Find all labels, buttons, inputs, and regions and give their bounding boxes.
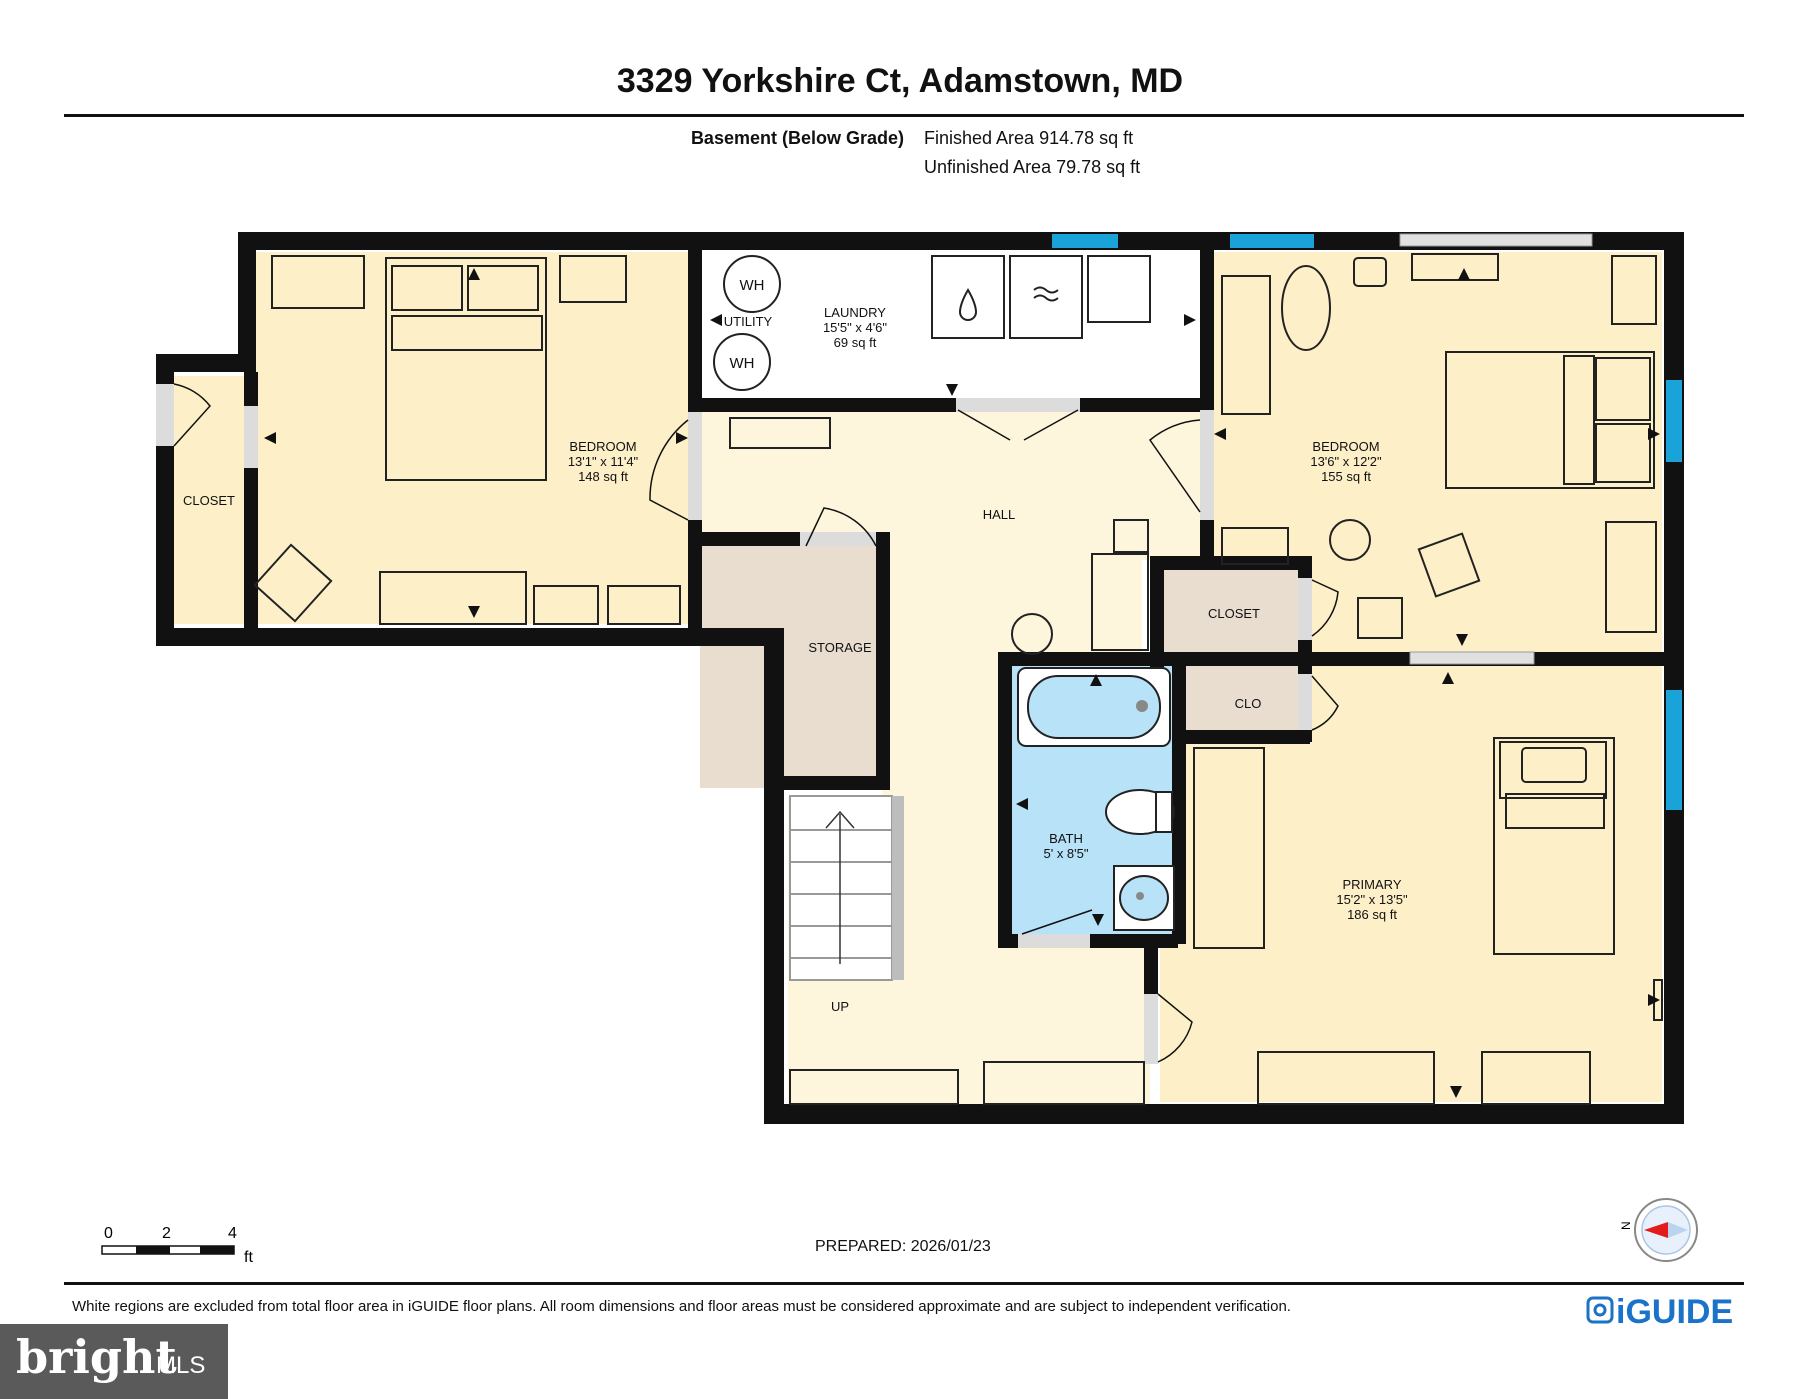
storage-name: STORAGE — [808, 640, 872, 655]
iguide-wordmark: iGUIDE — [1616, 1293, 1733, 1330]
disclaimer-text: White regions are excluded from total fl… — [72, 1298, 1291, 1315]
closet-west-fill — [166, 376, 252, 624]
level-name: Basement (Below Grade) — [690, 128, 904, 148]
laundry-area: 69 sq ft — [834, 335, 877, 350]
bedroom-west-fill — [252, 252, 689, 624]
door-swings — [173, 383, 1339, 1063]
watermark-suffix: MLS — [156, 1352, 206, 1379]
laundry-appliances — [713, 255, 1151, 449]
primary-area: 186 sq ft — [1347, 907, 1397, 922]
prepared-date: PREPARED: 2026/01/23 — [815, 1238, 991, 1255]
bedroom-east-area: 155 sq ft — [1321, 469, 1371, 484]
hall-name: HALL — [983, 507, 1016, 522]
bedroom-west-area: 148 sq ft — [578, 469, 628, 484]
storage-fill — [700, 536, 882, 788]
scale-unit: ft — [244, 1249, 253, 1266]
scale-tick-0: 0 — [104, 1225, 113, 1242]
laundry-name: LAUNDRY — [824, 305, 886, 320]
header-divider — [64, 114, 1744, 117]
compass-north-label: N — [1620, 1221, 1633, 1230]
watermark-badge — [0, 1324, 228, 1399]
closet-west-name: CLOSET — [183, 493, 235, 508]
closet-east-fill — [1162, 568, 1308, 660]
clo-fill — [1186, 664, 1308, 734]
primary-name: PRIMARY — [1343, 877, 1402, 892]
sink-icon — [958, 288, 978, 321]
bath-name: BATH — [1049, 831, 1083, 846]
scale-tick-2: 2 — [162, 1225, 171, 1242]
clo-name: CLO — [1235, 696, 1262, 711]
bedroom-west-dims: 13'1" x 11'4" — [568, 454, 639, 469]
hall-furniture — [789, 519, 1149, 1105]
primary-fill — [1160, 664, 1662, 1102]
primary-dims: 15'2" x 13'5" — [1336, 892, 1408, 907]
utility-name: UTILITY — [724, 314, 773, 329]
door-openings — [156, 384, 1312, 1064]
compass-icon: N — [1620, 1198, 1698, 1262]
page-title: 3329 Yorkshire Ct, Adamstown, MD — [616, 62, 1184, 100]
staircase — [789, 795, 893, 981]
dryer-icon — [1033, 286, 1059, 302]
water-heater-label-2: WH — [730, 355, 755, 372]
bedroom-east-name: BEDROOM — [1312, 439, 1379, 454]
footer-divider — [64, 1282, 1744, 1285]
laundry-dims: 15'5" x 4'6" — [823, 320, 887, 335]
stair-rail — [892, 796, 904, 980]
sliding-door-primary — [1409, 651, 1535, 665]
bedroom-east-dims: 13'6" x 12'2" — [1310, 454, 1382, 469]
unfinished-area: Unfinished Area 79.78 sq ft — [924, 157, 1141, 177]
laundry-fill — [700, 252, 1196, 400]
iguide-logo: iGUIDE — [1586, 1293, 1733, 1330]
bedroom-east-furniture — [1221, 253, 1657, 639]
scale-bar: 0 2 4 ft — [101, 1225, 253, 1266]
tub-drain-icon — [1136, 700, 1148, 712]
closet-east-name: CLOSET — [1208, 606, 1260, 621]
viewpoint-markers — [264, 268, 1660, 1098]
watermark-brand: bright — [16, 1330, 177, 1384]
sliding-door-east — [1399, 233, 1593, 247]
bath-fixtures — [1017, 667, 1175, 931]
sink-drain-icon — [1136, 892, 1144, 900]
finished-area: Finished Area 914.78 sq ft — [924, 128, 1134, 148]
bedroom-west-name: BEDROOM — [569, 439, 636, 454]
bedroom-west-furniture — [253, 255, 681, 625]
stairs-label: UP — [831, 999, 849, 1014]
scale-tick-4: 4 — [228, 1225, 237, 1242]
bath-dims: 5' x 8'5" — [1044, 846, 1089, 861]
stair-arrow-icon — [825, 810, 855, 964]
water-heater-label-1: WH — [740, 277, 765, 294]
windows — [1052, 234, 1682, 810]
primary-furniture — [1193, 737, 1663, 1105]
